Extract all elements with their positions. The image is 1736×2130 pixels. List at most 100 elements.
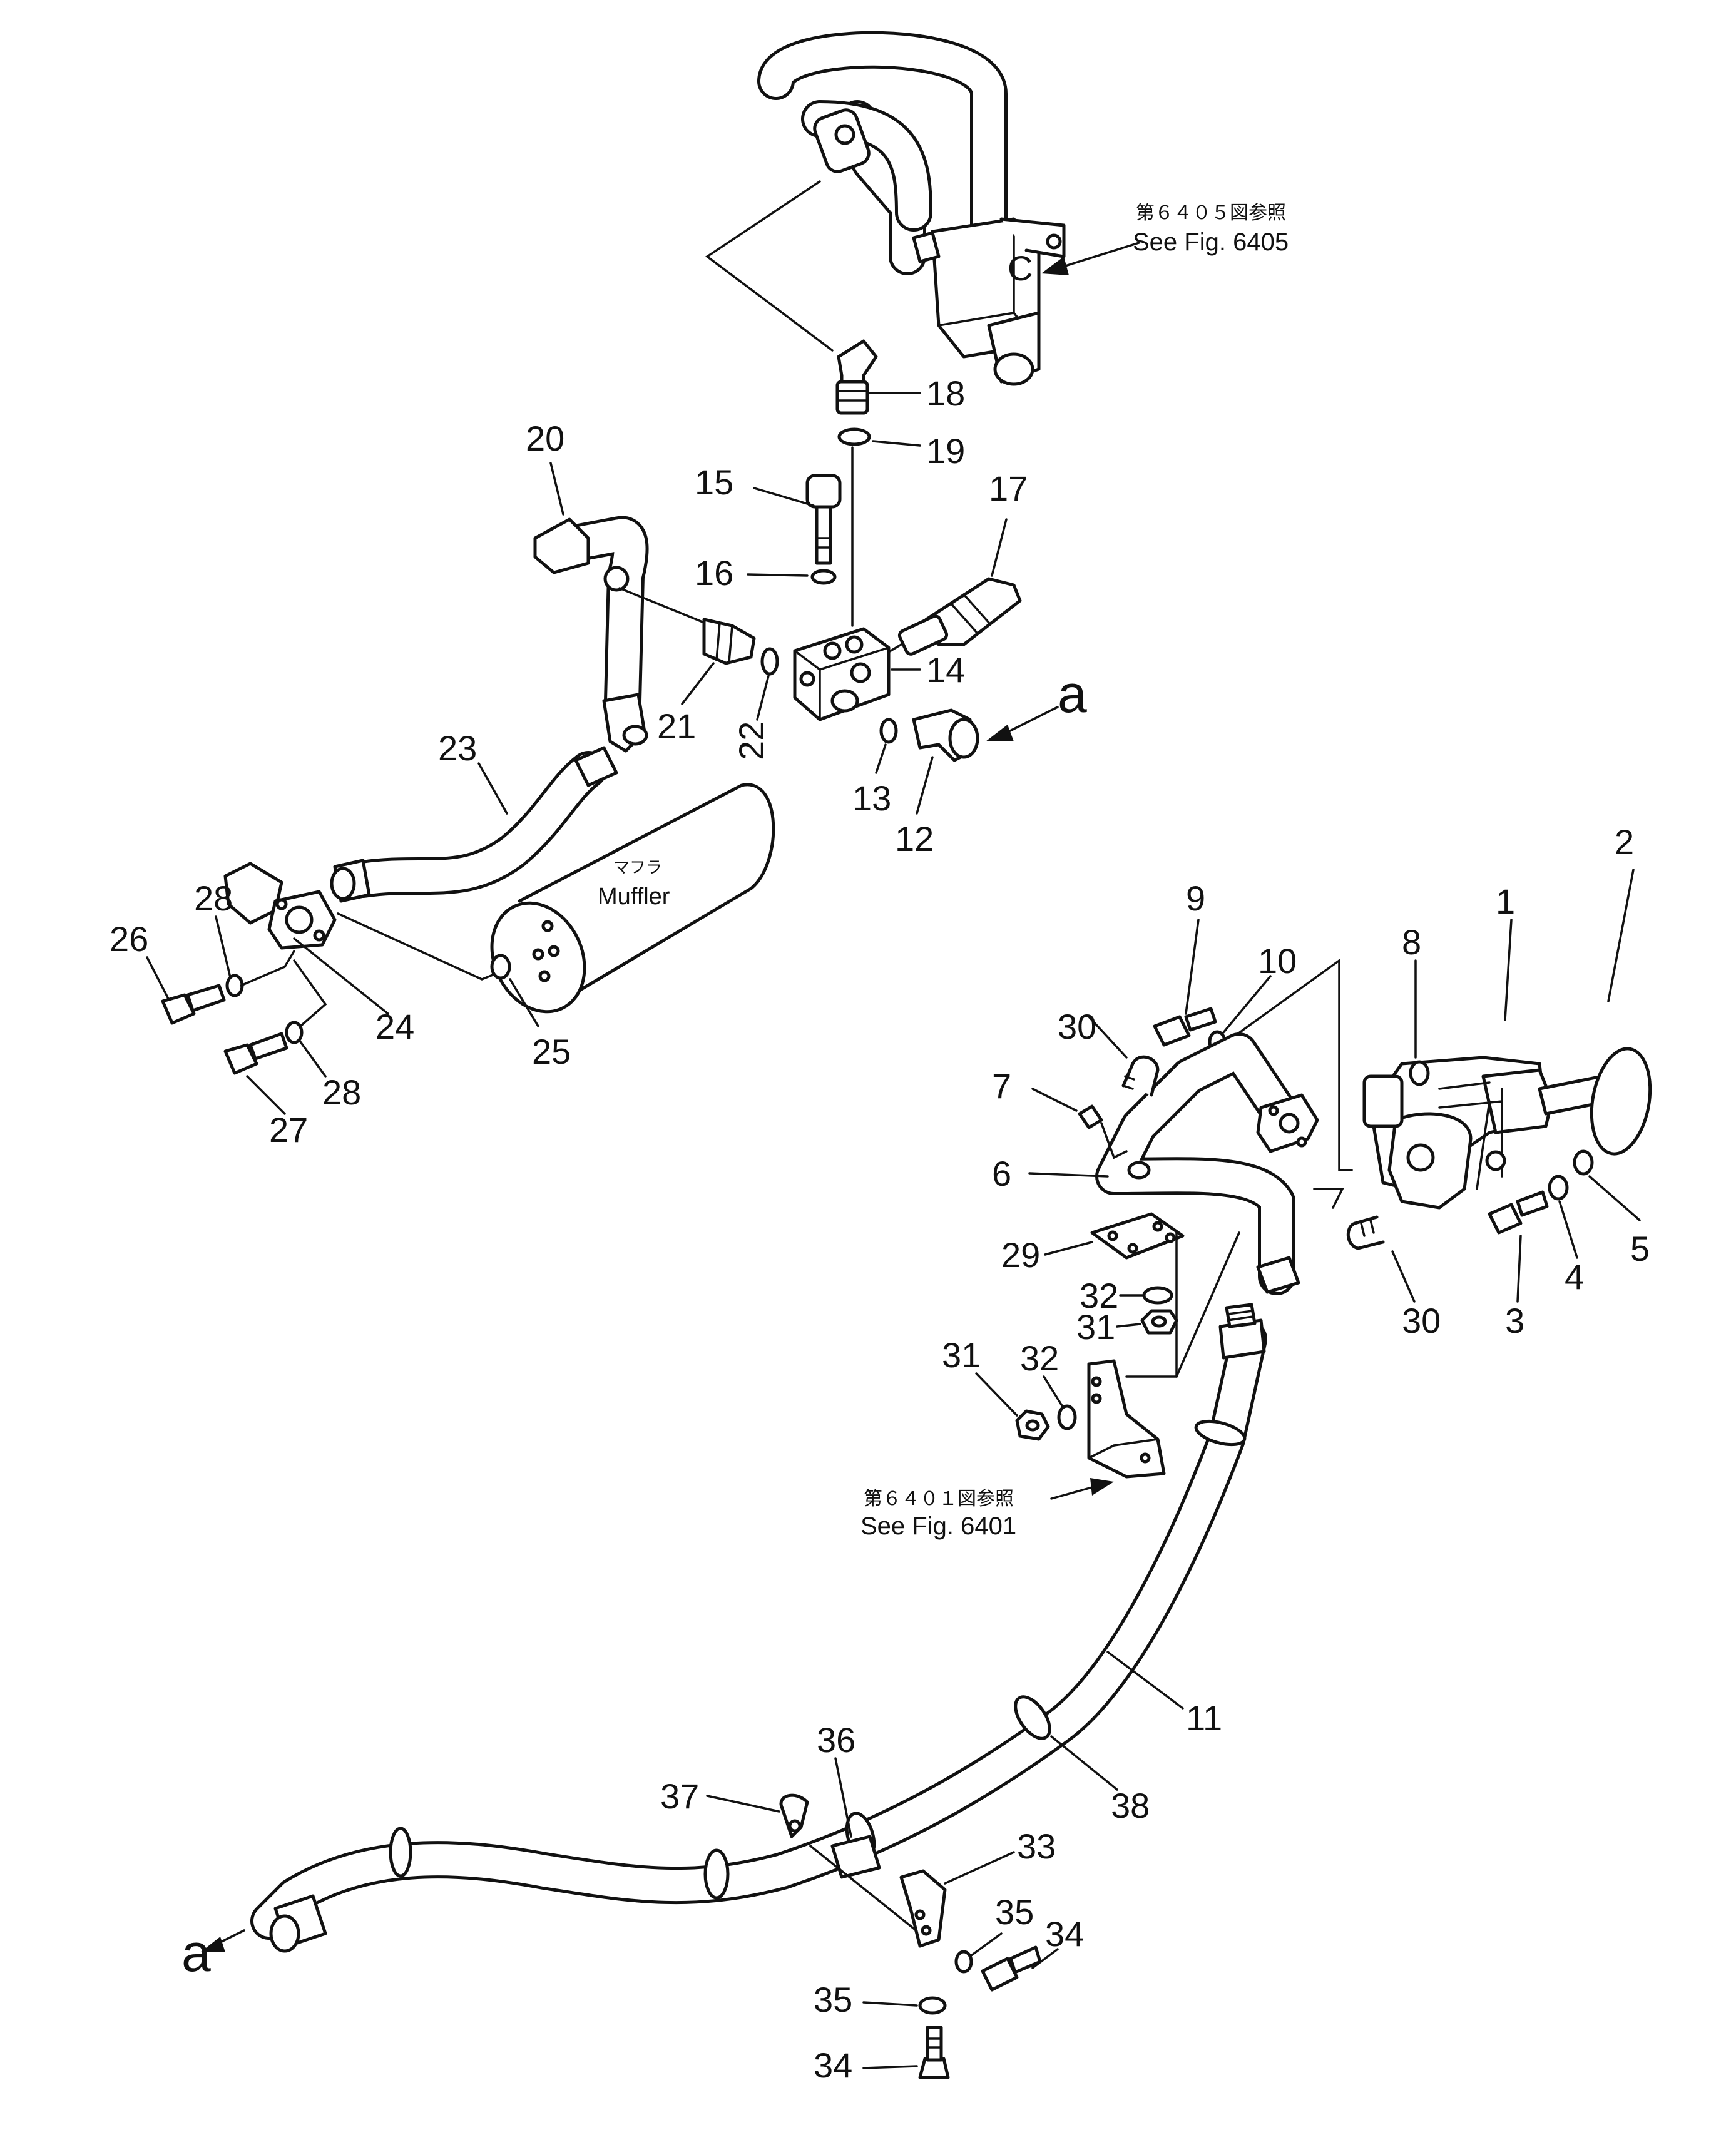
part-36-cushion xyxy=(830,1757,881,1879)
label-part-23: 23 xyxy=(438,728,477,768)
part-27-bolt xyxy=(223,1032,288,1115)
label-part-8: 8 xyxy=(1402,922,1421,962)
label-part-31-upper: 31 xyxy=(1076,1307,1115,1347)
label-part-30-top: 30 xyxy=(1058,1007,1096,1046)
label-part-26: 26 xyxy=(110,919,148,959)
label-part-32-upper: 32 xyxy=(1080,1276,1118,1315)
part-33-bracket xyxy=(899,1851,1015,1948)
label-part-14: 14 xyxy=(926,650,965,690)
connection-marker-a-bottom: a xyxy=(181,1924,211,1982)
bracket-fig6401: 第６４０１図参照 See Fig. 6401 xyxy=(860,1231,1240,1540)
part-29-plate xyxy=(1044,1212,1185,1378)
part-16-washer xyxy=(747,569,837,585)
reference-fig6405-jp: 第６４０５図参照 xyxy=(1136,202,1286,224)
part-1-pump xyxy=(1362,919,1610,1210)
label-part-31-lower: 31 xyxy=(942,1335,981,1375)
label-part-4: 4 xyxy=(1565,1257,1584,1297)
label-part-22: 22 xyxy=(732,721,771,760)
part-34-bolt-lower xyxy=(862,2026,950,2079)
label-part-37: 37 xyxy=(660,1776,699,1816)
label-part-9: 9 xyxy=(1186,879,1205,918)
part-17-valve xyxy=(887,518,1022,656)
part-34-bolt-right xyxy=(981,1945,1059,1992)
label-part-13: 13 xyxy=(852,778,891,818)
part-38-clamp xyxy=(1050,1735,1118,1791)
part-8-o-ring xyxy=(1409,959,1430,1086)
part-24-flange-elbow xyxy=(223,862,389,1015)
reference-fig6401-jp: 第６４０１図参照 xyxy=(864,1488,1014,1510)
part-26-bolt xyxy=(146,956,226,1025)
part-14-block xyxy=(793,627,921,721)
part-30-u-bolt-top xyxy=(1088,1016,1160,1097)
label-part-28-top: 28 xyxy=(194,879,233,918)
part-30-u-bolt-bottom xyxy=(1313,1188,1416,1303)
connection-marker-a-top: a xyxy=(1058,665,1087,723)
part-19-o-ring xyxy=(837,427,921,447)
label-part-25: 25 xyxy=(532,1032,571,1071)
label-part-38: 38 xyxy=(1111,1786,1150,1825)
label-part-33: 33 xyxy=(1017,1827,1056,1866)
part-2-o-ring xyxy=(1590,869,1652,1156)
muffler: マフラ Muffler xyxy=(490,783,775,1014)
label-part-36: 36 xyxy=(817,1720,855,1760)
label-part-34-right: 34 xyxy=(1045,1914,1084,1954)
part-37-clip xyxy=(706,1793,921,1935)
label-part-15: 15 xyxy=(695,462,733,502)
label-part-5: 5 xyxy=(1630,1229,1650,1268)
part-31-nut-upper xyxy=(1116,1309,1178,1335)
part-22-o-ring xyxy=(756,647,779,721)
label-part-17: 17 xyxy=(989,469,1028,508)
reference-fig6405-en: See Fig. 6405 xyxy=(1133,228,1289,256)
label-part-10: 10 xyxy=(1258,941,1297,981)
label-part-35-lower: 35 xyxy=(814,1980,852,2019)
part-32-washer-lower xyxy=(1043,1375,1077,1430)
label-part-1: 1 xyxy=(1496,882,1515,921)
part-15-bolt xyxy=(753,474,842,565)
label-part-11: 11 xyxy=(1186,1698,1222,1738)
label-part-20: 20 xyxy=(526,419,564,458)
part-20-tube xyxy=(533,462,705,753)
label-part-16: 16 xyxy=(695,553,733,593)
part-3-bolt xyxy=(1488,1190,1549,1303)
label-part-34-lower: 34 xyxy=(814,2046,852,2085)
part-13-o-ring xyxy=(875,718,898,774)
label-part-32-lower: 32 xyxy=(1020,1338,1059,1378)
valve-assembly-fig6405: C 第６４０５図参照 See Fig. 6405 xyxy=(705,31,1289,386)
label-part-18: 18 xyxy=(926,374,965,413)
muffler-label-jp: マフラ xyxy=(613,859,662,877)
label-part-19: 19 xyxy=(926,431,965,471)
label-part-3: 3 xyxy=(1505,1301,1524,1340)
reference-fig6401-en: See Fig. 6401 xyxy=(860,1512,1016,1540)
svg-text:C: C xyxy=(1008,248,1033,288)
muffler-label-en: Muffler xyxy=(598,884,670,910)
part-5-washer xyxy=(1573,1149,1641,1221)
label-part-29: 29 xyxy=(1001,1235,1040,1275)
part-32-washer-upper xyxy=(1119,1286,1173,1305)
label-part-27: 27 xyxy=(269,1110,308,1149)
label-part-12: 12 xyxy=(895,819,934,859)
part-9-bolt xyxy=(1153,919,1217,1047)
label-part-28-bottom: 28 xyxy=(322,1073,361,1112)
part-28-washer-bottom xyxy=(285,959,327,1078)
part-11-hose: a xyxy=(181,1303,1267,1982)
label-part-35-right: 35 xyxy=(995,1892,1034,1932)
part-number-labels: 1 2 3 4 5 6 7 8 9 10 11 12 13 14 15 16 1… xyxy=(110,374,1650,2085)
label-part-6: 6 xyxy=(992,1154,1011,1193)
label-part-21: 21 xyxy=(657,706,696,746)
label-part-30-bottom: 30 xyxy=(1402,1301,1441,1340)
part-28-washer-top xyxy=(215,915,295,997)
part-31-nut-lower xyxy=(975,1372,1050,1441)
part-6-pipe xyxy=(1028,1032,1319,1295)
label-part-7: 7 xyxy=(992,1066,1011,1106)
part-35-washer-right xyxy=(954,1932,1003,1974)
label-part-2: 2 xyxy=(1615,822,1634,862)
part-4-washer xyxy=(1548,1175,1578,1259)
part-18-elbow xyxy=(835,339,921,415)
part-23-hose xyxy=(330,746,618,903)
part-12-elbow: a xyxy=(912,665,1087,815)
part-7-plug xyxy=(1031,1088,1128,1159)
part-21-adapter xyxy=(681,618,756,705)
label-part-24: 24 xyxy=(375,1007,414,1046)
part-35-washer-lower xyxy=(862,1996,947,2015)
part-25-o-ring xyxy=(490,954,539,1027)
